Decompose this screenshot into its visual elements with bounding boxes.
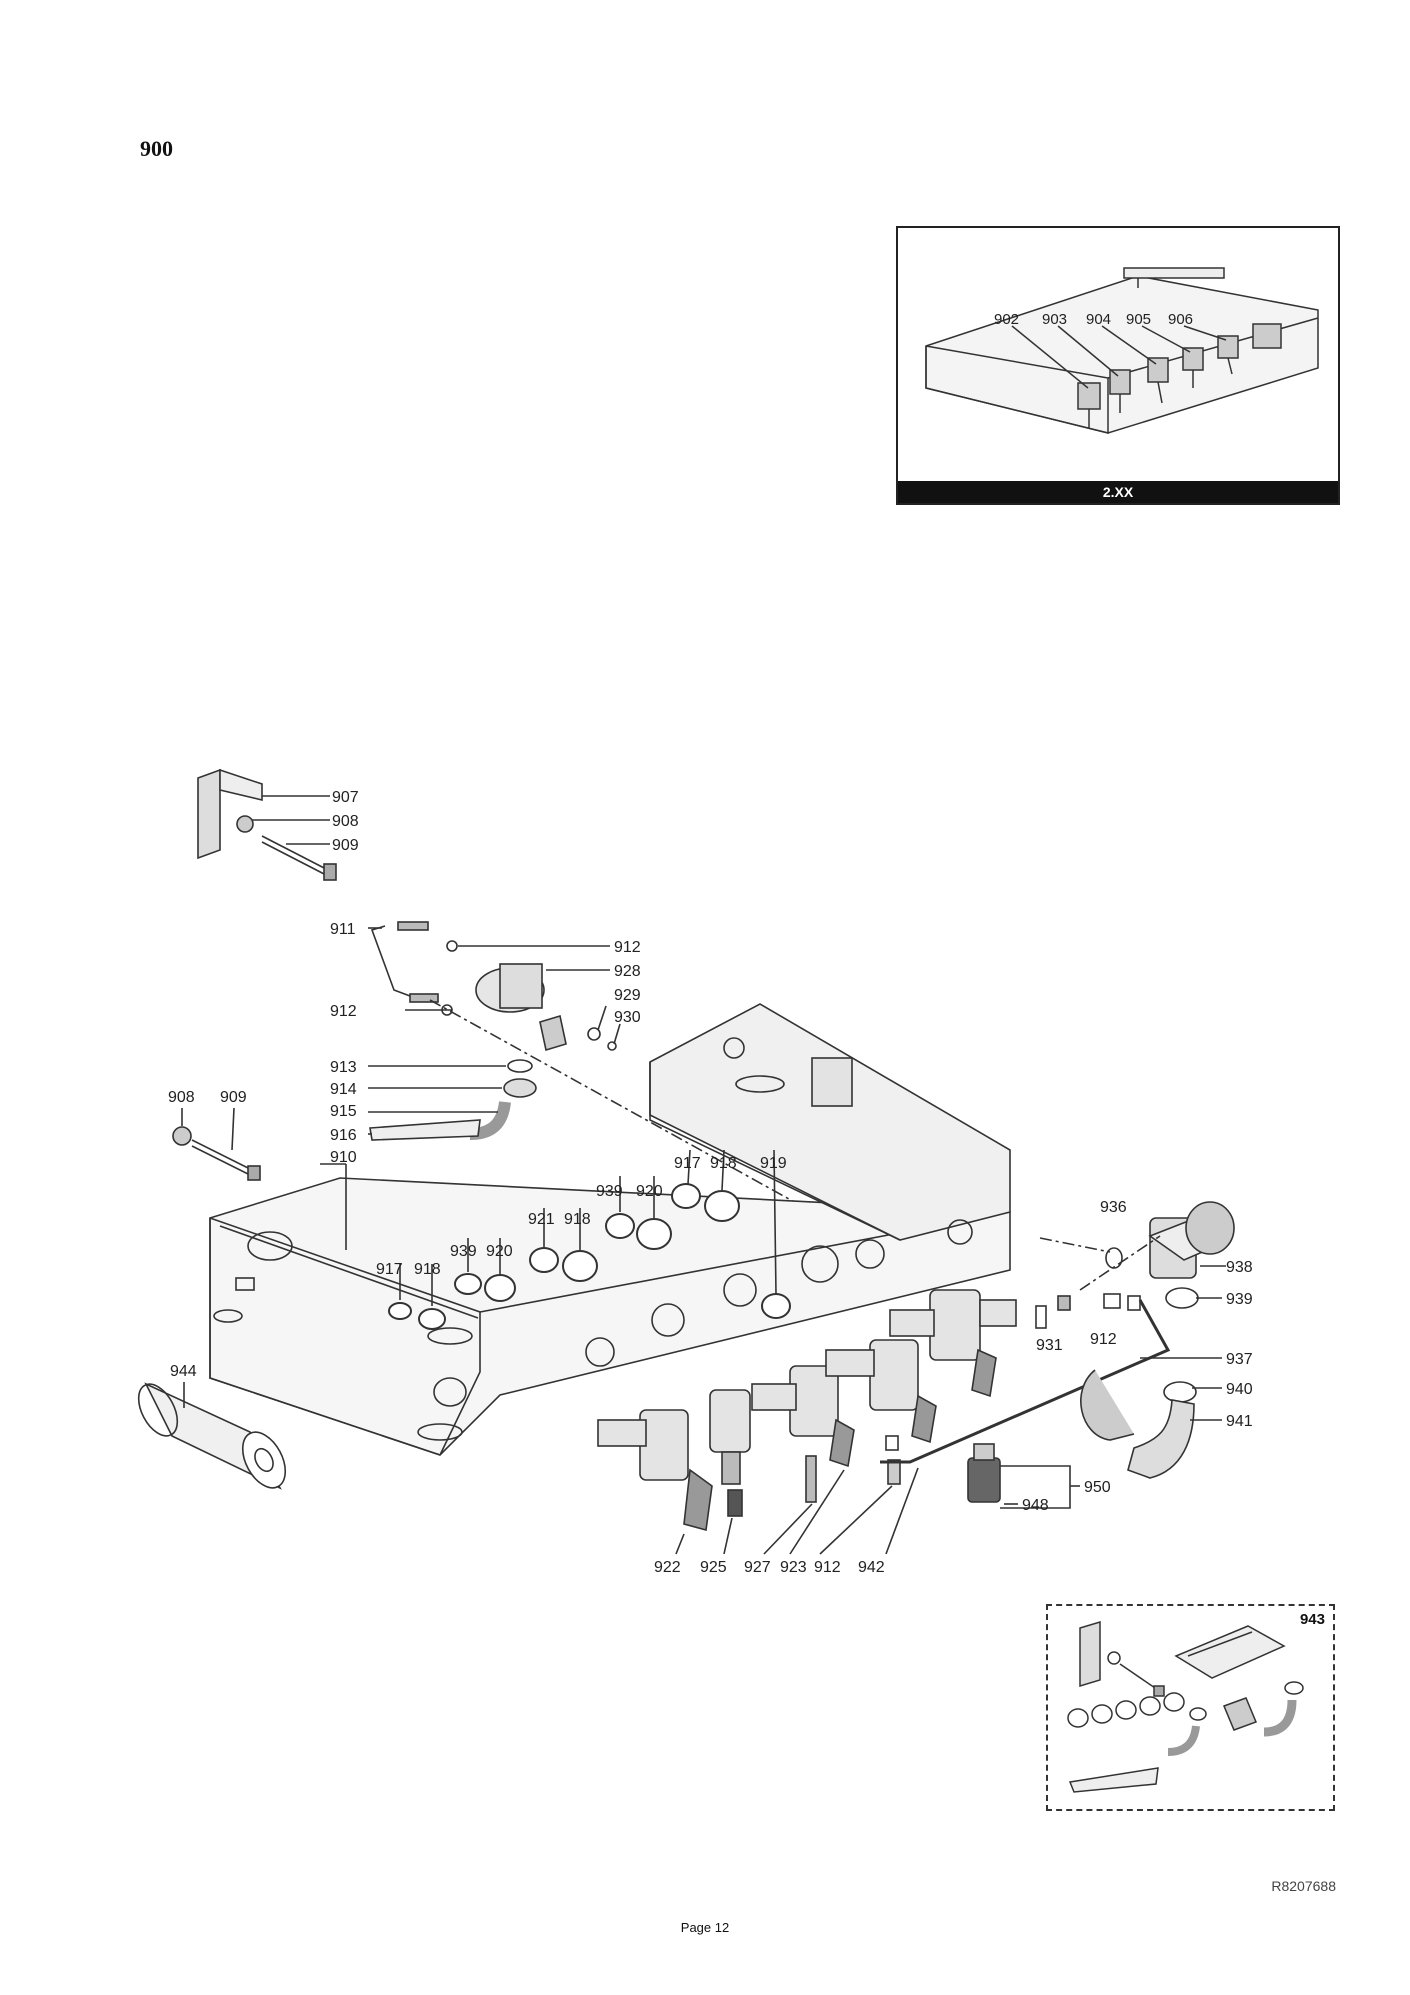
part-label-922: 922	[654, 1559, 681, 1576]
overview-label: 904	[1086, 311, 1111, 328]
part-label-948: 948	[1022, 1497, 1049, 1514]
part-label-931: 931	[1036, 1337, 1063, 1354]
part-label-917: 917	[674, 1155, 701, 1172]
overview-inset: 902 903 904 905 906 2.XX	[896, 226, 1340, 505]
part-label-920: 920	[636, 1183, 663, 1200]
part-label-908: 908	[332, 813, 359, 830]
overview-caption: 2.XX	[898, 481, 1338, 503]
overview-label: 906	[1168, 311, 1193, 328]
overview-label: 902	[994, 311, 1019, 328]
pipe-insulation	[137, 1382, 287, 1490]
part-label-912: 912	[330, 1003, 357, 1020]
overview-drawing: 902 903 904 905 906	[925, 267, 1319, 434]
part-label-939: 939	[1226, 1291, 1253, 1308]
part-label-940: 940	[1226, 1381, 1253, 1398]
part-label-923: 923	[780, 1559, 807, 1576]
part-label-916: 916	[330, 1127, 357, 1144]
part-label-911: 911	[330, 921, 356, 938]
part-label-912: 912	[814, 1559, 841, 1576]
part-label-915: 915	[330, 1103, 357, 1120]
part-label-939: 939	[450, 1243, 477, 1260]
page-number: Page 12	[680, 1920, 730, 1935]
part-label-942: 942	[858, 1559, 885, 1576]
frame-tray	[209, 1003, 1011, 1456]
kit-label: 943	[1299, 1611, 1325, 1628]
part-label-950: 950	[1084, 1479, 1111, 1496]
part-label-944: 944	[170, 1363, 197, 1380]
part-label-912: 912	[614, 939, 641, 956]
part-label-917: 917	[376, 1261, 403, 1278]
part-label-920: 920	[486, 1243, 513, 1260]
part-label-930: 930	[614, 1009, 641, 1026]
part-label-910: 910	[330, 1149, 357, 1166]
part-label-927: 927	[744, 1559, 771, 1576]
part-label-925: 925	[700, 1559, 727, 1576]
kit-drawing	[1067, 1620, 1304, 1793]
part-label-912: 912	[1090, 1331, 1117, 1348]
part-label-918: 918	[414, 1261, 441, 1278]
kit-box: 943	[1046, 1604, 1335, 1811]
overview-label: 903	[1042, 311, 1067, 328]
overview-label: 905	[1126, 311, 1151, 328]
part-label-937: 937	[1226, 1351, 1253, 1368]
part-label-936: 936	[1100, 1199, 1127, 1216]
part-label-938: 938	[1226, 1259, 1253, 1276]
wall-bracket	[197, 768, 337, 881]
part-label-908: 908	[168, 1089, 195, 1106]
part-label-909: 909	[332, 837, 359, 854]
part-label-918: 918	[710, 1155, 737, 1172]
part-label-913: 913	[330, 1059, 357, 1076]
part-label-909: 909	[220, 1089, 247, 1106]
reference-code: R8207688	[1271, 1878, 1336, 1894]
part-label-928: 928	[614, 963, 641, 980]
section-title: 900	[140, 136, 173, 161]
part-label-907: 907	[332, 789, 359, 806]
part-label-921: 921	[528, 1211, 555, 1228]
part-label-929: 929	[614, 987, 641, 1004]
part-label-919: 919	[760, 1155, 787, 1172]
part-label-918: 918	[564, 1211, 591, 1228]
part-label-939: 939	[596, 1183, 623, 1200]
part-label-941: 941	[1226, 1413, 1253, 1430]
part-label-914: 914	[330, 1081, 357, 1098]
